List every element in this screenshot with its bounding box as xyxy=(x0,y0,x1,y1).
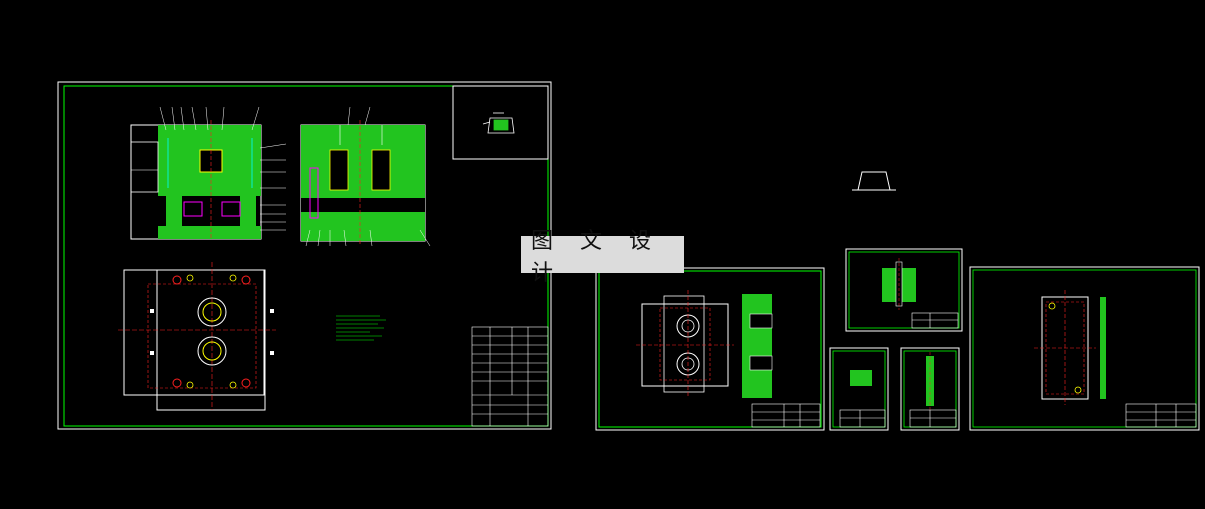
watermark-label: 图 文 设 计 xyxy=(521,229,684,286)
detail-part-sketch xyxy=(482,112,515,134)
detail-box xyxy=(452,85,549,160)
title-block xyxy=(471,326,549,427)
ejector-plate-sheet xyxy=(969,266,1200,431)
technical-notes xyxy=(336,315,386,341)
plan-view xyxy=(118,262,276,411)
section-view-right xyxy=(300,106,431,247)
detail-sheet-bottom-right xyxy=(900,347,960,431)
part-profile-sketch xyxy=(852,171,896,191)
detail-sheet-bottom-left xyxy=(829,347,889,431)
assembly-drawing-sheet xyxy=(57,81,552,430)
detail-sheet-top xyxy=(845,248,963,332)
cavity-plate-sheet xyxy=(595,267,825,431)
section-view-left xyxy=(130,106,287,240)
